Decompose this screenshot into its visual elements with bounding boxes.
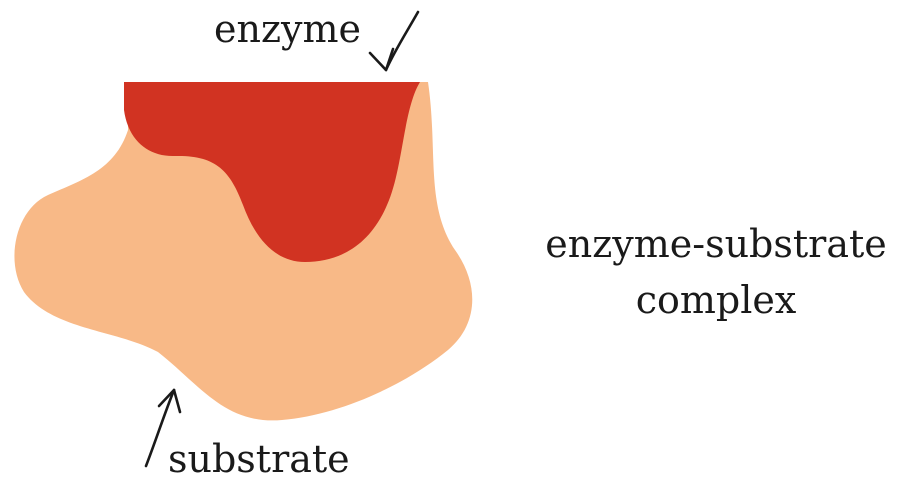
enzyme-arrow [370, 12, 418, 70]
enzyme-label: enzyme [214, 8, 361, 52]
complex-label: enzyme-substrate complex [526, 216, 906, 328]
complex-label-line1: enzyme-substrate [526, 216, 906, 272]
substrate-label: substrate [168, 438, 350, 482]
complex-label-line2: complex [526, 272, 906, 328]
